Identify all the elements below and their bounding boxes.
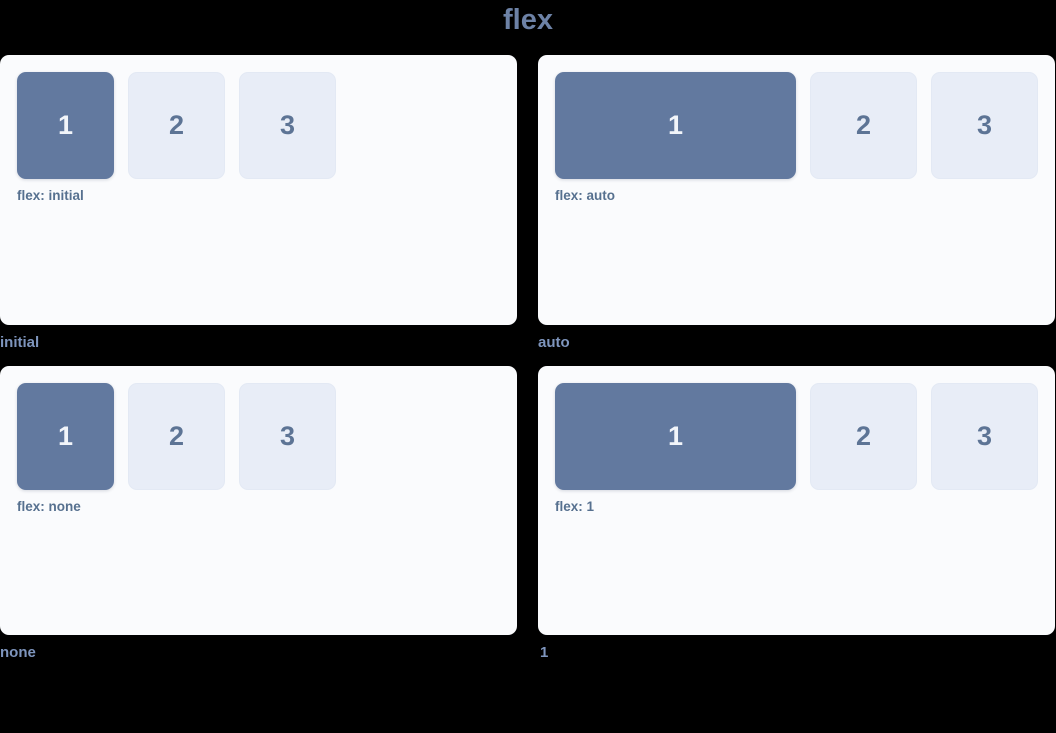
flex-container-auto: 1 2 3: [555, 72, 1038, 179]
flex-item-2[interactable]: 2: [810, 72, 917, 179]
flex-item-1[interactable]: 1: [17, 382, 114, 490]
flex-item-2[interactable]: 2: [128, 382, 225, 490]
demo-card-initial: 1 2 3 flex: initial: [0, 55, 517, 325]
demo-label-none: none: [0, 643, 36, 661]
flex-item-3[interactable]: 3: [931, 72, 1038, 179]
demo-cell-one: 1 2 3 flex: 1 1: [538, 365, 1055, 662]
demo-card-none: 1 2 3 flex: none: [0, 365, 517, 635]
flex-note-one: flex: 1: [555, 498, 595, 514]
flex-note-auto: flex: auto: [555, 188, 616, 203]
flex-item-3[interactable]: 3: [239, 382, 336, 490]
flex-note-none: flex: none: [17, 498, 81, 514]
demo-row-bottom: 1 2 3 flex: none none 1 2 3 flex: 1 1: [0, 365, 1056, 662]
flex-note-initial: flex: initial: [17, 188, 84, 203]
demo-grid: 1 2 3 flex: initial initial 1 2 3 flex: …: [0, 55, 1056, 675]
demo-cell-none: 1 2 3 flex: none none: [0, 365, 517, 662]
demo-label-initial: initial: [0, 334, 40, 351]
demo-label-one: 1: [540, 643, 549, 661]
demo-cell-auto: 1 2 3 flex: auto auto: [538, 55, 1055, 352]
flex-container-initial: 1 2 3: [17, 72, 500, 179]
flex-item-3[interactable]: 3: [931, 382, 1038, 490]
flex-container-one: 1 2 3: [555, 382, 1038, 490]
demo-card-auto: 1 2 3 flex: auto: [538, 55, 1055, 325]
demo-card-one: 1 2 3 flex: 1: [538, 365, 1055, 635]
demo-cell-initial: 1 2 3 flex: initial initial: [0, 55, 517, 352]
flex-item-2[interactable]: 2: [128, 72, 225, 179]
demo-row-top: 1 2 3 flex: initial initial 1 2 3 flex: …: [0, 55, 1056, 352]
flex-item-1[interactable]: 1: [555, 72, 796, 179]
flex-item-2[interactable]: 2: [810, 382, 917, 490]
demo-label-auto: auto: [538, 334, 570, 351]
flex-item-3[interactable]: 3: [239, 72, 336, 179]
flex-item-1[interactable]: 1: [555, 382, 796, 490]
flex-container-none: 1 2 3: [17, 382, 500, 490]
flex-item-1[interactable]: 1: [17, 72, 114, 179]
page-title: flex: [503, 4, 553, 36]
